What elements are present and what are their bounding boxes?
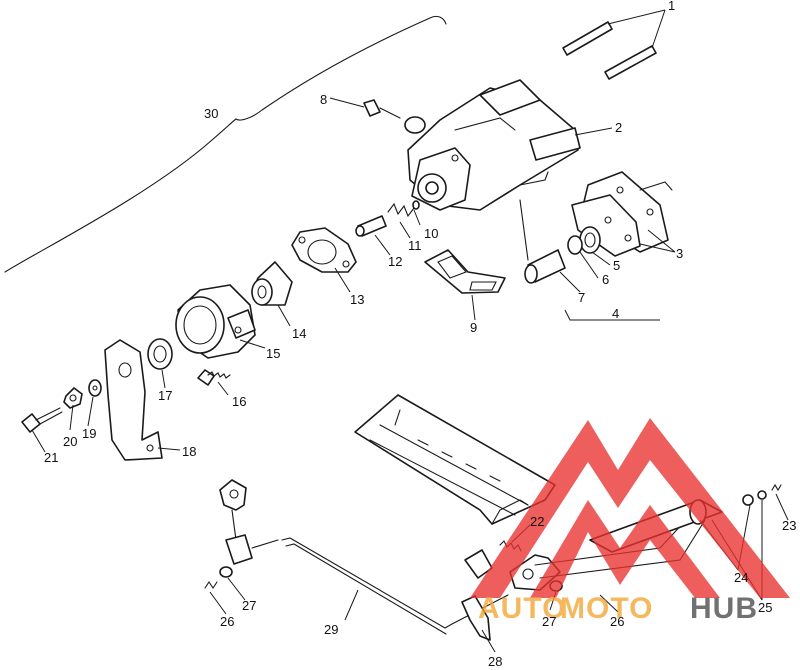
label-27-left: 27	[242, 598, 256, 613]
label-17: 17	[158, 388, 172, 403]
label-8: 8	[320, 92, 327, 107]
pump-housing	[404, 79, 581, 211]
logo-mountain-inner	[530, 500, 720, 598]
label-19: 19	[82, 426, 96, 441]
label-30: 30	[204, 106, 218, 121]
label-14: 14	[292, 326, 306, 341]
label-16: 16	[232, 394, 246, 409]
label-7: 7	[578, 290, 585, 305]
seal-ring-17	[147, 338, 173, 370]
bolt-16	[197, 369, 231, 386]
flange-gasket	[291, 227, 357, 273]
bracket-arm-18	[104, 339, 163, 461]
logo-text-moto: MOTO	[560, 592, 653, 625]
label-15: 15	[266, 346, 280, 361]
label-21: 21	[44, 450, 58, 465]
label-9: 9	[470, 320, 477, 335]
logo-text-hub: HUB	[690, 592, 758, 625]
label-18: 18	[182, 444, 196, 459]
label-25: 25	[758, 600, 772, 615]
spring-pin-parts	[355, 200, 420, 237]
logo-mountain-outer	[470, 418, 790, 598]
label-1: 1	[668, 0, 675, 13]
label-4: 4	[612, 306, 619, 321]
piston-housing	[175, 284, 256, 359]
label-29: 29	[324, 622, 338, 637]
plunger	[251, 261, 293, 306]
brace-30	[4, 15, 447, 273]
label-5: 5	[613, 258, 620, 273]
part-labels: 1 2 3 4 5 6 7 8 9 10 11 12 13 14 15 16 1…	[44, 0, 796, 669]
label-6: 6	[602, 272, 609, 287]
label-10: 10	[424, 226, 438, 241]
rods	[562, 21, 657, 80]
label-22: 22	[530, 514, 544, 529]
gasket-plate	[424, 249, 506, 294]
label-13: 13	[350, 292, 364, 307]
automotohub-logo: AUTO MOTO HUB	[470, 418, 790, 625]
pivot-bracket	[204, 479, 279, 589]
bleed-screw	[363, 99, 401, 119]
cylinder-sleeve	[519, 199, 566, 284]
logo-text-auto: AUTO	[478, 592, 566, 625]
label-26-left: 26	[220, 614, 234, 629]
label-3: 3	[676, 246, 683, 261]
label-2: 2	[615, 120, 622, 135]
label-11: 11	[408, 238, 422, 253]
brake-pedal	[354, 394, 556, 525]
seal-washer	[567, 226, 601, 255]
label-27-right: 27	[542, 614, 556, 629]
label-26-right: 26	[610, 614, 624, 629]
label-20: 20	[63, 434, 77, 449]
mounting-bracket	[571, 171, 673, 257]
label-23: 23	[782, 518, 796, 533]
label-12: 12	[388, 254, 402, 269]
label-24: 24	[734, 570, 748, 585]
fasteners-19-21	[21, 379, 102, 433]
label-28: 28	[488, 654, 502, 669]
